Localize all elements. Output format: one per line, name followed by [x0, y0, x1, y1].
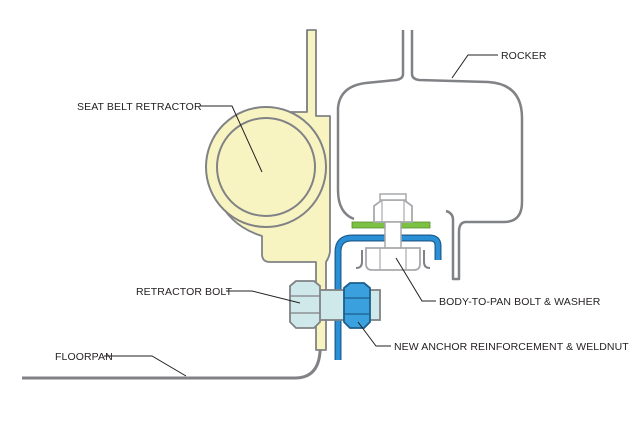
- leader-body-to-pan-bolt: [395, 257, 436, 302]
- leader-rocker: [451, 54, 498, 79]
- label-retractor-bolt: RETRACTOR BOLT: [136, 286, 233, 298]
- leader-floorpan: [104, 355, 187, 377]
- label-floorpan: FLOORPAN: [55, 351, 113, 363]
- floorpan-panel: [22, 315, 325, 380]
- body-to-pan-nut: [365, 247, 421, 271]
- label-new-anchor: NEW ANCHOR REINFORCEMENT & WELDNUT: [394, 341, 629, 353]
- body-to-pan-bolt-head: [373, 199, 413, 223]
- label-seat-belt-retractor: SEAT BELT RETRACTOR: [77, 101, 202, 113]
- leader-new-anchor: [357, 321, 391, 347]
- rocker-panel: [336, 30, 524, 281]
- label-body-to-pan-bolt: BODY-TO-PAN BOLT & WASHER: [439, 296, 601, 308]
- label-rocker: ROCKER: [501, 50, 547, 62]
- retractor-spool-inner: [216, 117, 316, 217]
- weldnut: [343, 282, 371, 329]
- leader-retractor-bolt: [226, 290, 301, 304]
- leader-seat-belt-retractor: [200, 105, 263, 173]
- retractor-bolt-head: [289, 280, 321, 329]
